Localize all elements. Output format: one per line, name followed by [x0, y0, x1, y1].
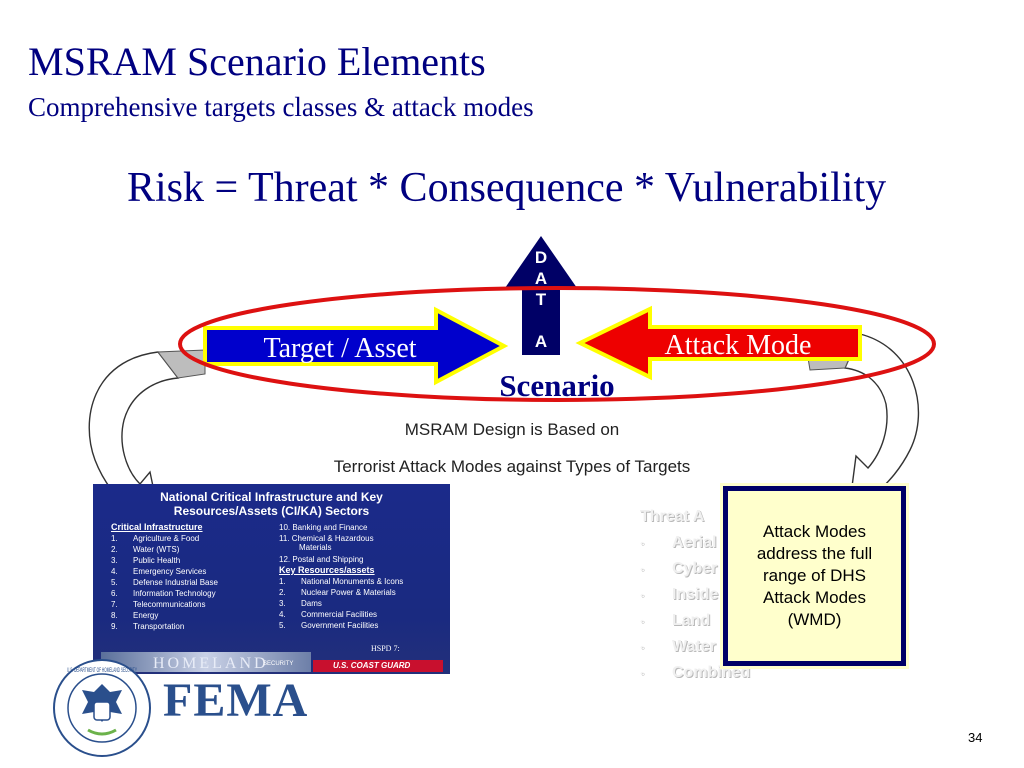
data-letter: T	[536, 290, 547, 309]
list-item: 3.Public Health	[111, 556, 181, 565]
list-item: 2.Water (WTS)	[111, 545, 180, 554]
list-item: 5.Defense Industrial Base	[111, 578, 218, 587]
page-number: 34	[968, 730, 983, 745]
design-caption: MSRAM Design is Based on	[404, 420, 620, 439]
sectors-panel: National Critical Infrastructure and Key…	[93, 484, 450, 674]
attack-mode-label: Attack Mode	[665, 330, 812, 361]
data-letter: A	[535, 269, 547, 288]
list-item: 1.Agriculture & Food	[111, 534, 200, 543]
sectors-title-line: Resources/Assets (CI/KA) Sectors	[173, 504, 370, 518]
list-item: 6.Information Technology	[111, 589, 216, 598]
data-letter: D	[535, 248, 547, 267]
hspd-label: HSPD 7:	[371, 644, 400, 653]
slide-subtitle: Comprehensive targets classes & attack m…	[28, 92, 534, 122]
dhs-seal-icon: U.S. DEPARTMENT OF HOMELAND SECURITY	[53, 659, 151, 757]
list-item: ◦Land	[640, 612, 711, 629]
coast-guard-text: U.S. COAST GUARD	[333, 661, 411, 670]
list-item: 12. Postal and Shipping	[279, 555, 364, 564]
threat-title: Threat A	[640, 508, 705, 525]
data-letter: A	[535, 332, 547, 351]
list-item: 8.Energy	[111, 611, 159, 620]
scenario-ellipse	[178, 286, 936, 402]
critical-infrastructure-list: Critical Infrastructure 1.Agriculture & …	[111, 522, 218, 632]
seal-text: U.S. DEPARTMENT OF HOMELAND SECURITY	[67, 668, 137, 674]
sectors-title-line: National Critical Infrastructure and Key	[160, 490, 383, 504]
list-item: 7.Telecommunications	[111, 600, 206, 609]
list-item: ◦Combined	[640, 664, 751, 681]
list-item: 5.Government Facilities	[279, 621, 379, 630]
key-resources-list: 10. Banking and Finance 11. Chemical & H…	[279, 522, 403, 631]
key-header: Key Resources/assets	[279, 565, 375, 575]
list-item: ◦Inside	[640, 586, 719, 603]
risk-equation: Risk = Threat * Consequence * Vulnerabil…	[127, 165, 887, 211]
target-asset-label: Target / Asset	[263, 333, 416, 364]
list-item: 4.Commercial Facilities	[279, 610, 378, 619]
fema-logo: FEMA	[163, 674, 309, 727]
attack-modes-text: Attack Modes address the full range of D…	[756, 522, 873, 629]
security-word: SECURITY	[263, 661, 294, 667]
list-item: 3.Dams	[279, 599, 322, 608]
scenario-label: Scenario	[499, 368, 614, 403]
target-asset-arrow	[203, 306, 509, 386]
coast-guard-banner	[313, 660, 443, 672]
homeland-banner	[101, 652, 311, 672]
list-item: 11. Chemical & Hazardous	[279, 534, 374, 543]
threat-list: Threat A ◦Aerial ◦Cyber ◦Inside ◦Land ◦W…	[640, 508, 750, 682]
design-caption-detail: Terrorist Attack Modes against Types of …	[333, 457, 691, 476]
sectors-title: National Critical Infrastructure and Key…	[93, 490, 450, 518]
list-item: 4.Emergency Services	[111, 567, 207, 576]
list-item: 10. Banking and Finance	[279, 523, 368, 532]
list-item: Materials	[299, 543, 332, 552]
list-item: 1.National Monuments & Icons	[279, 577, 404, 586]
attack-mode-arrow	[575, 305, 862, 381]
list-item: ◦Aerial	[640, 534, 717, 551]
data-arrow	[505, 236, 577, 355]
critical-header: Critical Infrastructure	[111, 522, 203, 532]
list-item: 9.Transportation	[111, 622, 185, 631]
slide-title: MSRAM Scenario Elements	[28, 39, 486, 84]
list-item: ◦Water	[640, 638, 716, 655]
homeland-word: HOMELAND	[153, 655, 269, 672]
list-item: 2.Nuclear Power & Materials	[279, 588, 396, 597]
attack-modes-callout: Attack Modes address the full range of D…	[720, 483, 909, 669]
list-item: ◦Cyber	[640, 560, 718, 577]
